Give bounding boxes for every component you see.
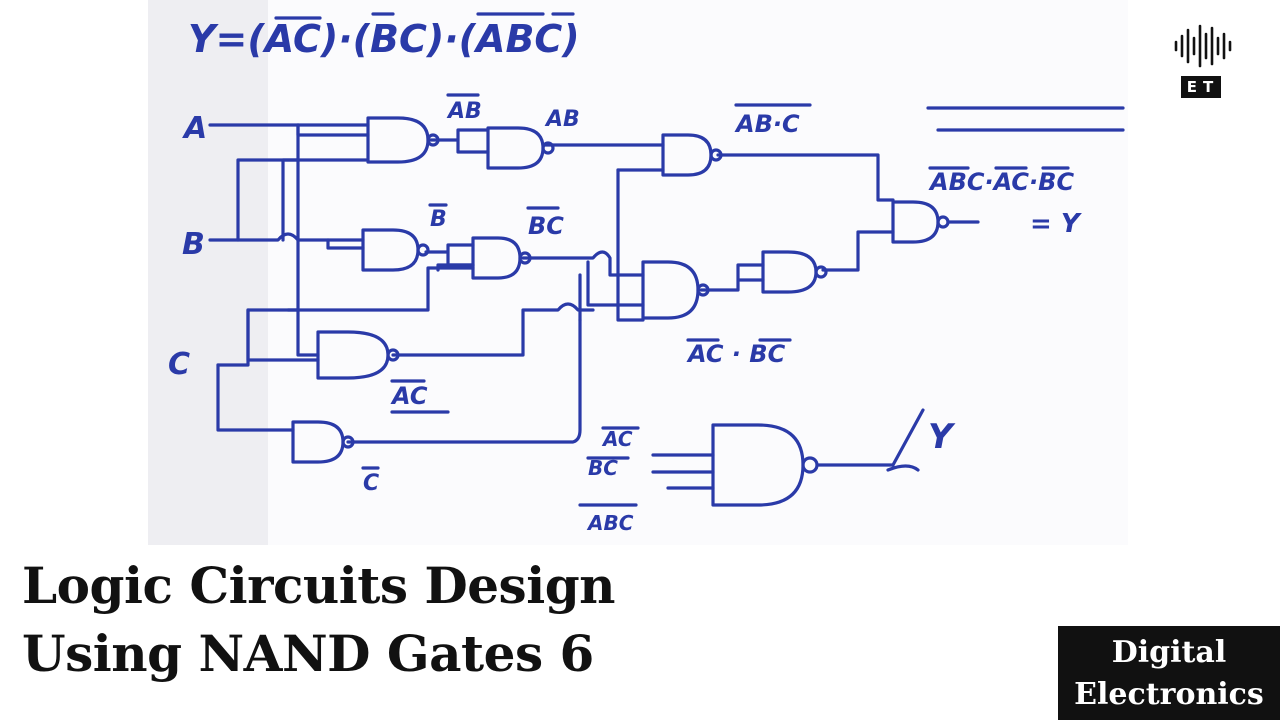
expression-overbars [274,12,575,20]
nand-gate [366,116,440,164]
nand-gate [361,228,430,272]
equiv-input-bc: BC [588,456,618,480]
title-line-1: Logic Circuits Design [22,556,616,615]
label-final-expression: ABC·AC·BC [928,168,1074,196]
title-line-2: Using NAND Gates 6 [22,624,594,683]
channel-logo: ET [1172,22,1232,102]
badge-line-1: Digital [1111,635,1227,670]
equiv-input-abc: ABC [586,511,634,535]
label-overbars [361,93,1070,470]
nand-gate [471,236,532,280]
nand-gate [761,250,828,294]
input-a-label: A [182,111,207,146]
nand-gate [291,420,355,464]
label-nand-bc: BC [528,212,564,240]
input-b-label: B [182,227,205,262]
label-equals-y: = Y [1030,209,1083,239]
nand-gate [661,133,723,177]
badge-line-2: Electronics [1074,677,1264,712]
label-ac-bar: AC [390,382,428,410]
nand-gate [316,330,400,380]
category-badge: Digital Electronics [1058,626,1280,720]
label-c-bar: C [363,471,379,496]
label-b-bar: B [430,207,447,232]
nand-gate [891,200,950,244]
whiteboard: Y=(AC)·(BC)·(ABC) A B C [148,0,1128,545]
video-title: Logic Circuits Design Using NAND Gates 6 [22,552,822,688]
label-ab: AB [544,107,580,132]
equivalent-nand-gate [651,408,925,507]
nand-gate [486,126,555,170]
circuit-drawing: Y=(AC)·(BC)·(ABC) A B C [148,0,1128,545]
equiv-input-ac: AC [601,427,633,451]
label-nand-abc: AB·C [734,110,800,138]
equiv-output-y: Y [928,417,956,457]
nand-gate [641,260,710,320]
sound-wave-icon [1174,24,1232,68]
equiv-overbars [578,426,640,507]
logo-text: ET [1181,76,1221,98]
input-c-label: C [168,347,190,382]
boolean-expression: Y=(AC)·(BC)·(ABC) [188,17,580,61]
circuit-wires [208,106,1125,444]
label-ac-bc: AC · BC [686,340,786,368]
label-nand-ab: AB [446,99,482,124]
